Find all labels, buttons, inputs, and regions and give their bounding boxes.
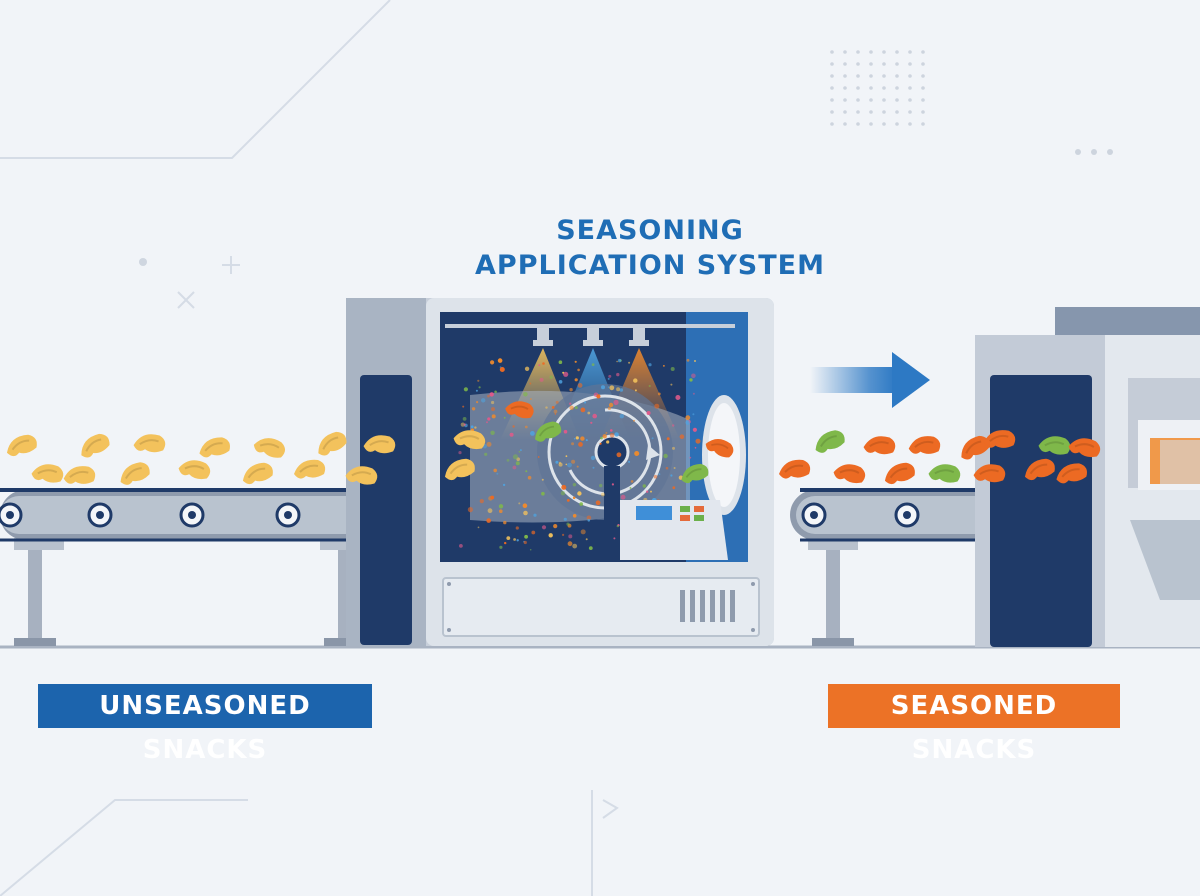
snack-chip (253, 438, 286, 458)
snack-chip (961, 435, 990, 460)
snack-chip (31, 464, 64, 483)
snack-chip (815, 430, 845, 453)
decor-dot (139, 258, 147, 266)
snack-chip (294, 459, 326, 479)
snack-chip (884, 462, 915, 485)
snack-chip (81, 433, 110, 458)
snack-chip (133, 434, 166, 453)
snack-chip (345, 466, 378, 485)
rotating-drum-icon (470, 384, 690, 524)
snack-chip (444, 458, 475, 481)
left-conveyor (0, 488, 405, 646)
snack-chip (928, 464, 961, 483)
snack-chip (178, 460, 211, 480)
snack-chip (199, 437, 231, 458)
snack-chip (453, 430, 486, 450)
control-panel (620, 500, 728, 560)
snack-chip (242, 462, 273, 485)
snack-chip (363, 435, 396, 454)
seasoned-snacks-label: SEASONED SNACKS (828, 684, 1120, 765)
left-inlet-opening (360, 375, 412, 645)
snack-chip (6, 434, 37, 457)
packaging-machine (975, 307, 1200, 647)
dot-grid-decor (830, 50, 925, 126)
unseasoned-snacks-label: UNSEASONED SNACKS (38, 684, 372, 765)
diagram-title-line-2: APPLICATION SYSTEM (475, 250, 825, 281)
vent-grille-icon (680, 590, 735, 622)
snack-chip (908, 436, 941, 454)
seasoning-machine (346, 298, 774, 646)
snack-chip (973, 464, 1006, 483)
snack-chip (318, 431, 347, 456)
snack-chip (705, 439, 734, 458)
diagram-title-line-1: SEASONING (556, 215, 744, 246)
snack-chip (1056, 463, 1088, 484)
snack-chip (983, 430, 1016, 448)
right-inlet-opening (990, 375, 1092, 647)
snack-chip (863, 436, 896, 455)
snack-chip (1024, 458, 1055, 481)
seasoned-snacks (505, 401, 1101, 485)
snack-chip (505, 401, 534, 419)
arrow-right-icon (810, 352, 930, 408)
snack-chip (1038, 436, 1071, 455)
dots-decor (1075, 149, 1113, 155)
snack-chip (120, 462, 150, 485)
spray-nozzle-icon (533, 326, 649, 346)
snack-chip (1068, 438, 1101, 458)
unseasoned-snacks (6, 430, 486, 485)
snack-chip (535, 421, 562, 442)
snack-chip (63, 466, 96, 484)
snack-chip (779, 459, 811, 479)
snack-chip (681, 463, 709, 484)
snack-chip (833, 464, 866, 484)
